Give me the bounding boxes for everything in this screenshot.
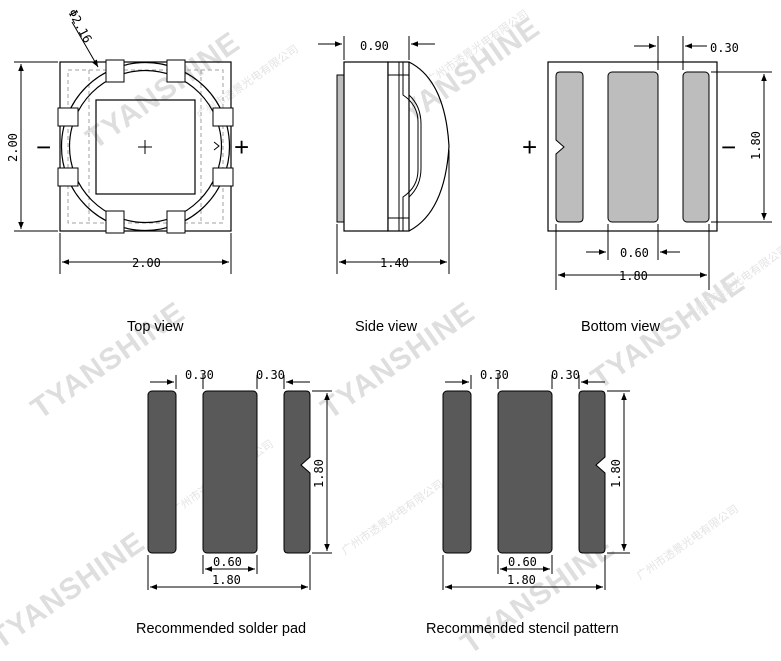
stencil-width-label: 1.80 xyxy=(507,573,536,587)
caption-stencil-pattern: Recommended stencil pattern xyxy=(426,621,619,637)
caption-solder-pad: Recommended solder pad xyxy=(136,621,306,637)
bottom-gap-label: 0.30 xyxy=(710,41,739,55)
stencil-pad-left xyxy=(442,390,472,554)
top-height-label: 2.00 xyxy=(6,133,20,162)
watermark-company-3: 广州市透景光电有限公司 xyxy=(684,242,781,323)
solder-pad: 0.30 0.30 1.80 0.60 1.80 xyxy=(147,368,332,590)
lens-diameter-label: Φ2.16 xyxy=(65,7,94,45)
solder-pad-right xyxy=(283,390,311,554)
bottom-height-label: 1.80 xyxy=(749,131,763,160)
bottom-view: 0.30 1.80 0.60 1.80 + − xyxy=(522,36,772,290)
stencil-pattern: 0.30 0.30 1.80 0.60 1.80 xyxy=(442,368,630,590)
solder-width-label: 1.80 xyxy=(212,573,241,587)
bottom-pad-left xyxy=(555,71,584,223)
solder-pad-center xyxy=(202,390,258,554)
solder-pad-left xyxy=(147,390,177,554)
watermark-company-6: 广州市透景光电有限公司 xyxy=(634,502,741,583)
bottom-plus-sign: + xyxy=(522,132,537,162)
side-width-label: 0.90 xyxy=(360,39,389,53)
side-length-label: 1.40 xyxy=(380,256,409,270)
watermark-company-5: 广州市透景光电有限公司 xyxy=(339,477,446,558)
caption-bottom-view: Bottom view xyxy=(581,319,660,335)
solder-center-label: 0.60 xyxy=(213,555,242,569)
watermark-brand-6: TYANSHINE xyxy=(0,526,151,656)
bottom-pad-right xyxy=(682,71,710,223)
stencil-height-label: 1.80 xyxy=(609,459,623,488)
side-view: 0.90 1.40 xyxy=(318,36,450,274)
stencil-center-label: 0.60 xyxy=(508,555,537,569)
stencil-pad-center xyxy=(497,390,553,554)
solder-height-label: 1.80 xyxy=(312,459,326,488)
stencil-pad-right xyxy=(578,390,606,554)
bottom-width-label: 1.80 xyxy=(619,269,648,283)
top-width-label: 2.00 xyxy=(132,256,161,270)
solder-gap-left-label: 0.30 xyxy=(185,368,214,382)
stencil-gap-right-label: 0.30 xyxy=(551,368,580,382)
caption-side-view: Side view xyxy=(355,319,418,335)
bottom-center-label: 0.60 xyxy=(620,246,649,260)
bottom-pad-center xyxy=(607,71,659,223)
solder-gap-right-label: 0.30 xyxy=(256,368,285,382)
top-minus-sign: − xyxy=(36,132,51,162)
top-plus-sign: + xyxy=(234,132,249,162)
caption-top-view: Top view xyxy=(127,319,184,335)
bottom-minus-sign: − xyxy=(721,132,736,162)
stencil-gap-left-label: 0.30 xyxy=(480,368,509,382)
